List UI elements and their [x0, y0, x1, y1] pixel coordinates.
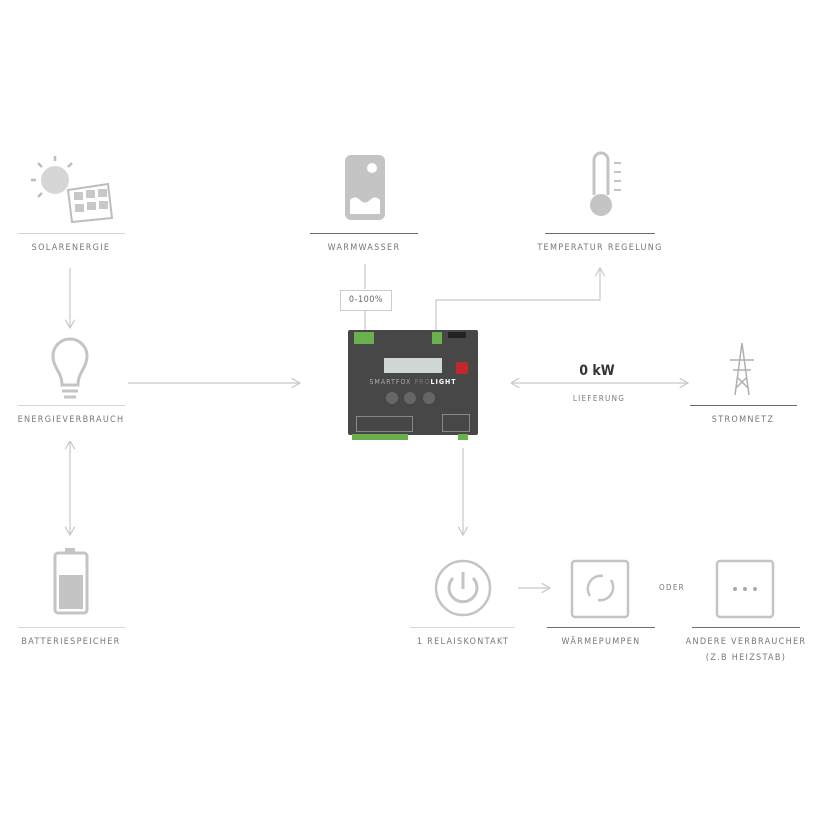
power-pylon-icon [730, 342, 754, 396]
warmwasser-label: WARMWASSER [327, 243, 401, 253]
other-consumer-icon [715, 559, 775, 619]
relay-underline [410, 627, 515, 628]
light-bulb-icon [51, 337, 89, 399]
relay-label: 1 RELAISKONTAKT [416, 637, 510, 647]
terminal-block [458, 434, 468, 440]
water-heater-icon [345, 155, 385, 220]
other-label: ANDERE VERBRAUCHER [685, 637, 807, 647]
other-underline [692, 627, 800, 628]
heat-pump-icon [570, 559, 630, 619]
grid-underline [690, 405, 797, 406]
terminal-block [432, 332, 442, 344]
menu-button[interactable] [423, 392, 435, 404]
solar-label: SOLARENERGIE [31, 243, 111, 253]
power-button-icon [434, 559, 492, 617]
input-terminals [356, 416, 413, 432]
percent-box: 0-100% [340, 290, 392, 311]
solar-icon [31, 156, 114, 224]
lcd-display [384, 358, 442, 373]
next-button[interactable] [404, 392, 416, 404]
consumption-label: ENERGIEVERBRAUCH [17, 415, 125, 425]
solar-underline [18, 233, 125, 234]
heatpump-label: WÄRMEPUMPEN [561, 637, 641, 647]
power-status: LIEFERUNG [572, 394, 626, 403]
thermometer-icon [590, 151, 621, 216]
temperatur-label: TEMPERATUR REGELUNG [537, 243, 663, 253]
terminal-block [354, 332, 374, 344]
terminal-block [352, 434, 408, 440]
device-brand: SMARTFOX PROLIGHT [369, 378, 457, 386]
prev-button[interactable] [386, 392, 398, 404]
logo-badge [456, 362, 468, 374]
arrow-device-to-temperature [435, 268, 600, 330]
relay-terminal [442, 414, 470, 432]
grid-label: STROMNETZ [711, 415, 775, 425]
battery-label: BATTERIESPEICHER [21, 637, 121, 647]
heatpump-underline [547, 627, 655, 628]
battery-underline [18, 627, 125, 628]
temperatur-underline [545, 233, 655, 234]
consumption-underline [18, 405, 125, 406]
port [448, 332, 466, 338]
other-sublabel: (Z.B HEIZSTAB) [705, 653, 787, 663]
battery-icon [53, 548, 89, 615]
smartfox-device: SMARTFOX PROLIGHT [348, 330, 478, 440]
oder-label: ODER [659, 583, 685, 592]
power-value: 0 kW [579, 363, 615, 379]
warmwasser-underline [310, 233, 418, 234]
